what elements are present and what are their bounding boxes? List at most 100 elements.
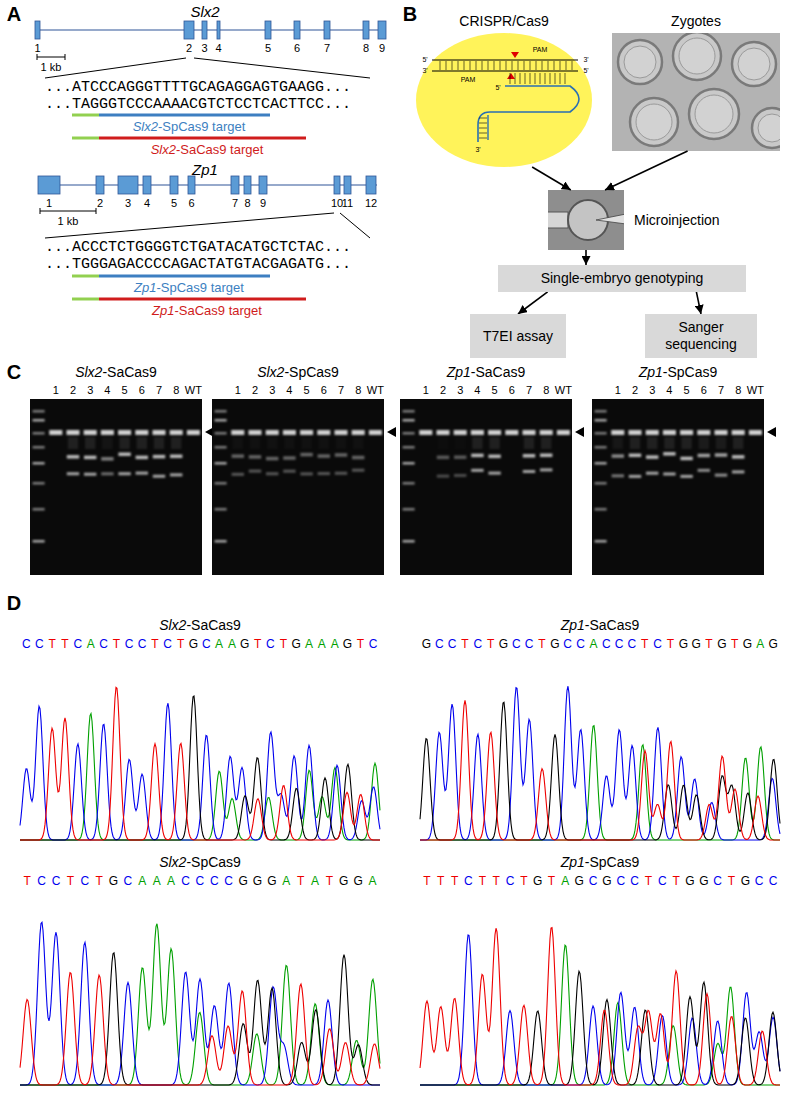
label-part: -SpCas9 xyxy=(186,854,240,870)
cleaved-band xyxy=(283,456,295,460)
text-label: 7 xyxy=(526,384,532,397)
crispr-illustration: CRISPR/Cas9 xyxy=(416,33,592,167)
text-label: 1 xyxy=(235,384,241,397)
base-letter: G xyxy=(548,638,561,652)
cleaved-band xyxy=(732,470,744,473)
label-part: -SaCas9 target xyxy=(176,142,263,157)
exon-box xyxy=(96,176,104,194)
sequence-read: TCCTCTGCAAACCCCGGGATATGGA xyxy=(20,875,380,889)
gel-band xyxy=(152,430,165,435)
label-part: -SaCas9 xyxy=(186,617,240,633)
cleaved-band xyxy=(612,454,624,458)
gel-band xyxy=(170,430,183,435)
zoom-line xyxy=(340,213,370,238)
text-label: Slx2-SaCas9 xyxy=(75,364,157,380)
cleaved-band xyxy=(454,474,466,477)
guide-tick xyxy=(520,73,521,84)
cleaved-band xyxy=(612,474,624,477)
trace-line xyxy=(420,971,780,1085)
gel-band xyxy=(680,430,693,435)
base-letter: C xyxy=(136,638,149,652)
gel-smear xyxy=(524,437,534,449)
gel-band xyxy=(732,430,745,435)
base-letter: C xyxy=(123,638,136,652)
zoom-line xyxy=(45,58,186,78)
text-label: 6 xyxy=(188,197,194,210)
base-letter: C xyxy=(433,638,446,652)
ladder-band xyxy=(595,446,607,449)
base-letter: A xyxy=(84,638,97,652)
zygote-cell xyxy=(752,108,780,148)
dna-strand xyxy=(432,70,578,71)
base-letter: A xyxy=(365,875,379,889)
base-letter: G xyxy=(341,638,354,652)
base-letter: G xyxy=(600,875,614,889)
pam-line xyxy=(72,275,99,278)
base-pair-tick xyxy=(560,61,561,70)
gel-band xyxy=(522,430,535,435)
guide-tick xyxy=(545,73,546,84)
text-label: PAM xyxy=(533,46,548,54)
cleaved-band xyxy=(249,470,261,473)
gel-band xyxy=(488,430,501,435)
base-letter: T xyxy=(703,638,716,652)
base-pair-tick xyxy=(566,61,567,70)
base-letter: A xyxy=(587,638,600,652)
ladder-band xyxy=(33,410,45,413)
guide-tick xyxy=(535,73,536,84)
cut-site xyxy=(507,73,515,79)
dna-sequence: ...ACCCTCTGGGGTCTGATACATGCTCTAC... xyxy=(45,239,351,256)
zygote-inner xyxy=(758,114,780,142)
zoom-line xyxy=(194,58,370,78)
ladder-band xyxy=(33,446,45,449)
gel-smear xyxy=(613,437,623,449)
text-label: 12 xyxy=(365,197,377,210)
trace-line xyxy=(420,702,780,840)
text-label: 2 xyxy=(97,197,103,210)
base-letter: G xyxy=(738,875,752,889)
exon-box xyxy=(188,176,195,194)
base-letter: C xyxy=(561,638,574,652)
base-letter: G xyxy=(238,638,251,652)
text-label: 1 xyxy=(34,42,40,55)
cleaved-band xyxy=(170,455,182,459)
ladder-band xyxy=(403,540,415,543)
text-label: Slx2-SpCas9 xyxy=(257,364,339,380)
zoom-line xyxy=(45,213,334,238)
guide-tick xyxy=(530,73,531,84)
base-letter: C xyxy=(503,875,517,889)
base-letter: C xyxy=(200,638,213,652)
exon-box xyxy=(38,176,60,194)
cleaved-band xyxy=(67,472,79,475)
gene-name: Slx2 xyxy=(151,142,176,157)
gel-band xyxy=(352,430,365,435)
text-label: Zp1-SaCas9 xyxy=(561,617,640,633)
base-letter: T xyxy=(664,638,677,652)
panel-letter: C xyxy=(7,361,21,384)
panel-letter: B xyxy=(403,3,417,26)
text-label: 5' xyxy=(422,56,427,64)
gel-band xyxy=(187,430,200,435)
gel-band xyxy=(66,430,79,435)
gel-band xyxy=(283,430,296,435)
trace-line xyxy=(20,696,380,840)
dna-strand xyxy=(432,59,578,60)
gel-bands xyxy=(215,410,382,543)
text-label: 7 xyxy=(156,384,162,397)
text-label: 8 xyxy=(244,197,250,210)
text-label: 5' xyxy=(495,84,500,92)
base-pair-tick xyxy=(512,61,513,70)
base-letter: A xyxy=(150,875,164,889)
gel-band xyxy=(300,430,313,435)
ladder-band xyxy=(403,462,415,465)
gene-name: Zp1 xyxy=(639,364,663,380)
gel-band xyxy=(317,430,330,435)
text-label: Slx2-SpCas9 target xyxy=(133,120,246,135)
ladder-band xyxy=(33,462,45,465)
gene-name: Slx2 xyxy=(159,854,186,870)
gel-image xyxy=(400,399,572,575)
gel-smear xyxy=(171,437,181,449)
gel-smear xyxy=(733,437,743,449)
microinjection-panel: Microinjection xyxy=(548,190,624,250)
cleaved-band xyxy=(629,454,641,458)
